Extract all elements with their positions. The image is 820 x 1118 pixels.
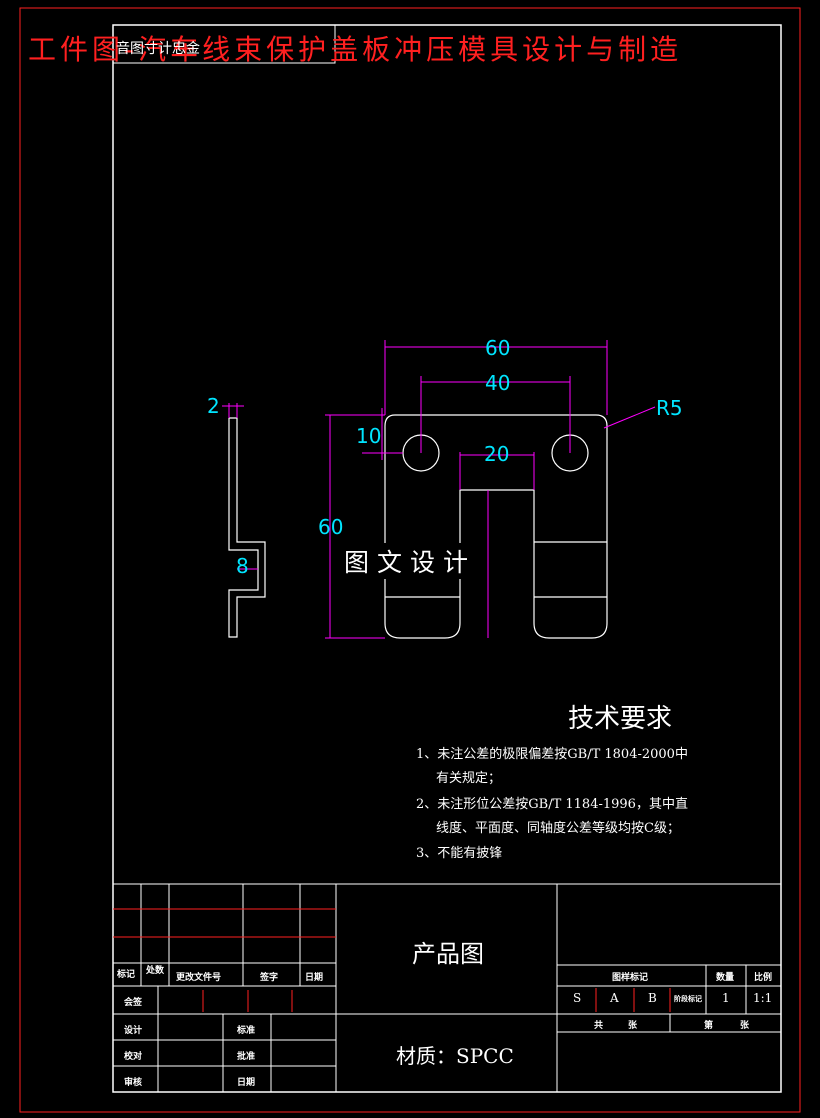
dim-bend: 8 [236,554,249,578]
material-label: 材质：SPCC [396,1044,514,1068]
drawing-border [112,24,782,1093]
tech-note-2-cont: 线度、平面度、同轴度公差等级均按C级； [436,821,680,836]
stage-a: A [610,991,619,1005]
corner-label: 音图寸计忠金 [116,41,200,57]
role-standard: 标准 [237,1026,256,1036]
countersign-label: 会签 [124,998,143,1008]
drawing-title: 产品图 [412,940,484,968]
dim-height-total: 60 [318,515,344,539]
dim-slot-width: 20 [484,442,510,466]
tech-requirements-title: 技术要求 [568,704,673,734]
front-dims [325,340,656,639]
tech-note-2: 2、未注形位公差按GB/T 1184-1996，其中直 [416,797,688,812]
rev-header-date: 日期 [305,973,324,983]
banner-title: 工件图-汽车线束保护盖板冲压模具设计与制造 [28,33,683,66]
dim-corner-radius: R5 [656,396,683,420]
tech-note-1: 1、未注公差的极限偏差按GB/T 1804-2000中 [416,747,688,762]
stage-mark-label: 图样标记 [612,973,649,983]
stage-extra: 阶段标记 [674,995,702,1003]
role-date: 日期 [237,1078,256,1088]
role-review: 审核 [124,1078,143,1088]
scale-label: 比例 [754,973,773,983]
total-sheets-label: 共 [594,1021,604,1031]
rev-header-sign: 签字 [260,973,279,983]
tech-note-1-cont: 有关规定； [436,771,502,786]
page-unit: 张 [740,1021,750,1031]
outer-frame [19,7,801,1113]
dim-width-total: 60 [485,336,511,360]
qty-label: 数量 [716,973,735,983]
watermark: 图文设计 [340,543,481,579]
role-check: 校对 [124,1052,143,1062]
rev-header-count: 处数 [146,966,165,976]
dim-thickness: 2 [207,394,220,418]
qty-value: 1 [722,991,730,1005]
corner-label-box [112,24,336,64]
rev-header-mark: 标记 [117,970,136,980]
role-design: 设计 [124,1026,143,1036]
title-block-grid [113,883,781,1092]
title-block-red-lines [113,908,671,1012]
tech-note-3: 3、不能有披锋 [416,846,503,861]
rev-header-doc: 更改文件号 [176,973,222,983]
stage-s: S [573,991,582,1005]
side-view [228,417,266,638]
total-sheets-unit: 张 [628,1021,638,1031]
page-label: 第 [704,1021,714,1031]
role-approve: 批准 [237,1052,256,1062]
scale-value: 1:1 [753,991,773,1005]
stage-b: B [648,991,657,1005]
dim-hole-pitch: 40 [485,371,511,395]
side-dims [222,403,258,570]
dim-hole-offset: 10 [356,424,382,448]
